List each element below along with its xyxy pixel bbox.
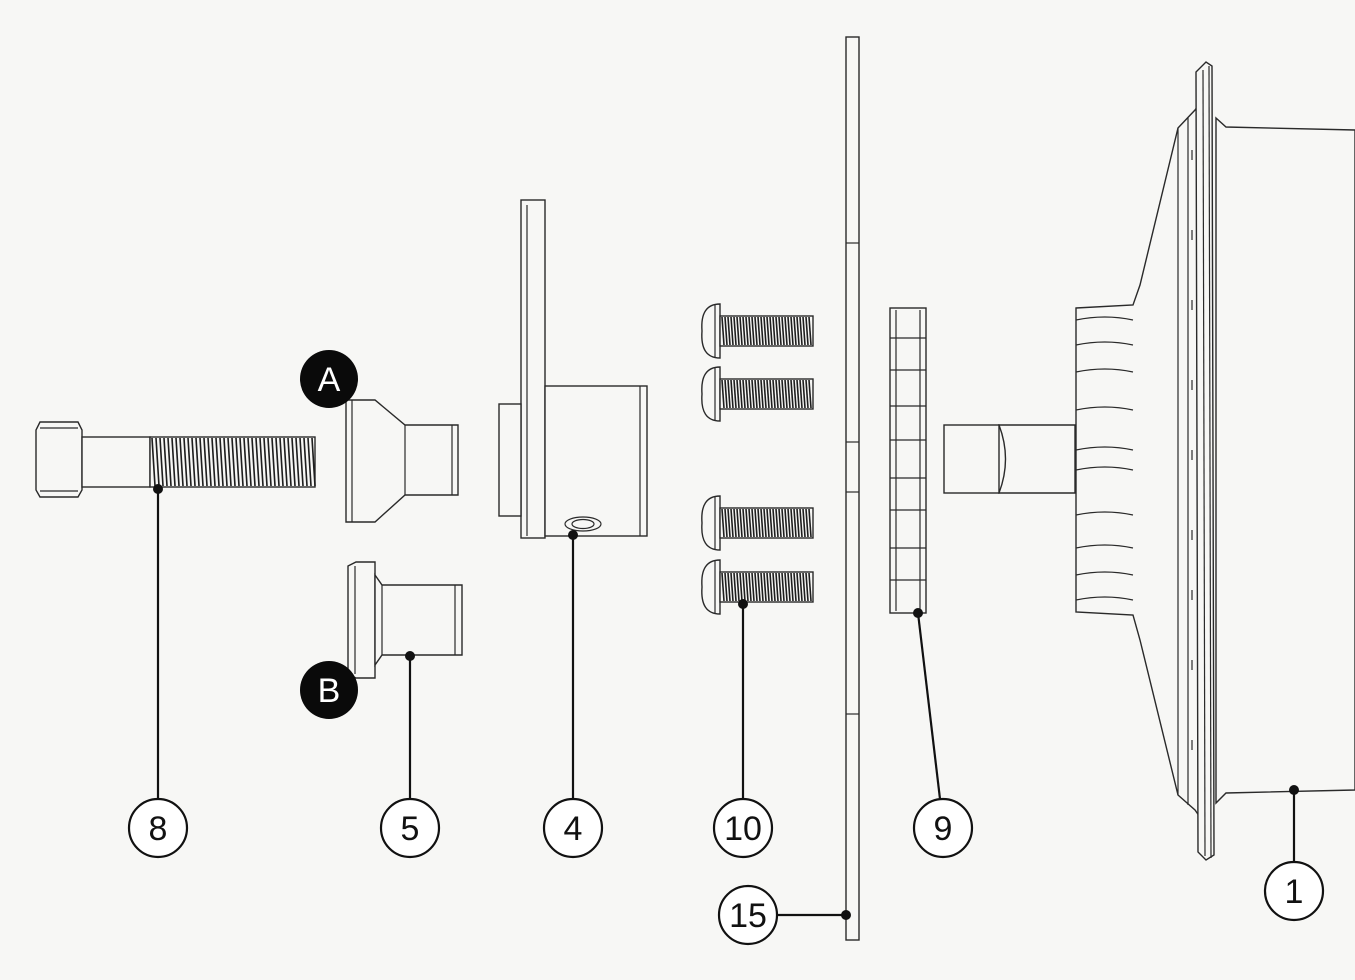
callout-5: 5 bbox=[379, 797, 441, 859]
mount-block-part-4 bbox=[498, 199, 648, 539]
callout-4: 4 bbox=[542, 797, 604, 859]
callout-label-8: 8 bbox=[149, 810, 168, 848]
callout-label-5: 5 bbox=[401, 810, 420, 848]
variant-badge-a: A bbox=[300, 350, 358, 408]
callout-1: 1 bbox=[1263, 860, 1325, 922]
callout-9: 9 bbox=[912, 797, 974, 859]
hub-part-1 bbox=[943, 61, 1355, 861]
variant-label-b: B bbox=[318, 672, 341, 710]
callout-label-10: 10 bbox=[724, 810, 762, 848]
callout-15: 15 bbox=[717, 884, 779, 946]
callout-label-1: 1 bbox=[1285, 873, 1304, 911]
plate-part-15 bbox=[845, 36, 860, 941]
bolt-part-8 bbox=[35, 421, 316, 498]
variant-label-a: A bbox=[318, 361, 341, 399]
callout-10: 10 bbox=[712, 797, 774, 859]
bushing-variant-b bbox=[347, 561, 463, 679]
callout-8: 8 bbox=[127, 797, 189, 859]
callout-label-4: 4 bbox=[564, 810, 583, 848]
screws-part-10 bbox=[701, 303, 814, 615]
variant-badge-b: B bbox=[300, 661, 358, 719]
adapter-ring-part-9 bbox=[889, 307, 927, 614]
leader-lines bbox=[153, 484, 1299, 920]
callout-label-9: 9 bbox=[934, 810, 953, 848]
spacer-variant-a bbox=[345, 399, 459, 523]
callout-label-15: 15 bbox=[729, 897, 767, 935]
